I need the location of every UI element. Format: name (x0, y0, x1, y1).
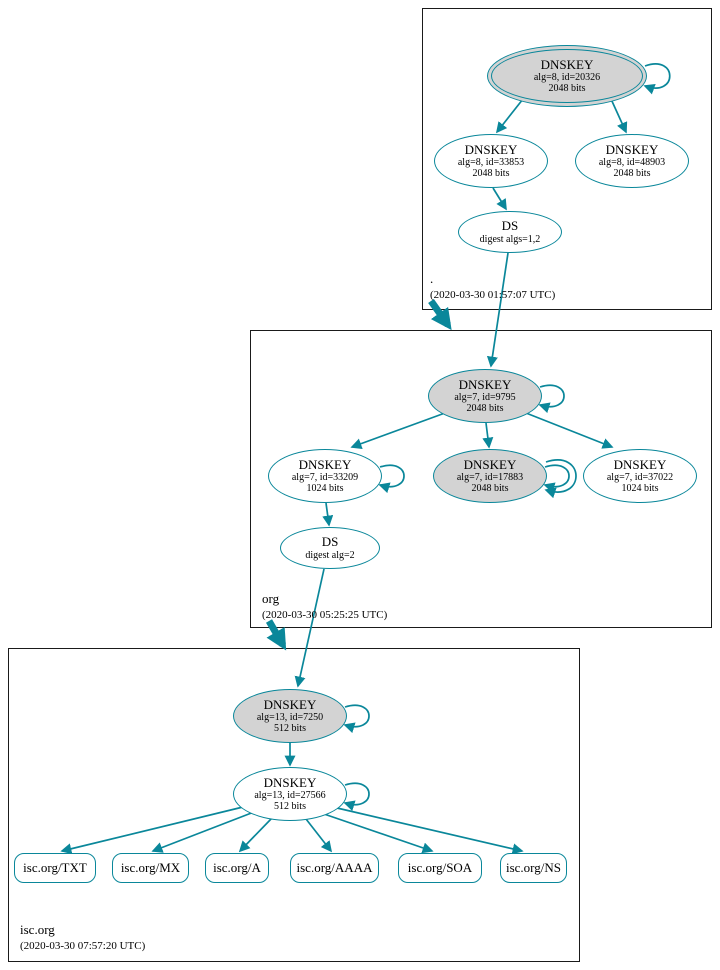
zone-box-root (422, 8, 712, 310)
node-bits: 1024 bits (621, 483, 659, 495)
ds-node-root: DS digest algs=1,2 (458, 211, 562, 253)
rrset-isc-org-aaaa: isc.org/AAAA (290, 853, 379, 883)
zone-timestamp-org: (2020-03-30 05:25:25 UTC) (262, 609, 388, 621)
dnskey-node-root-ksk-20326: DNSKEY alg=8, id=20326 2048 bits (487, 45, 647, 107)
node-detail: digest alg=2 (305, 549, 355, 561)
edge-org-ksk-to-zsk1 (350, 412, 446, 449)
edge-zonecut-org-to-isc (265, 619, 287, 651)
edge-org-zsk1-selfloop (378, 464, 405, 494)
rrset-isc-org-soa: isc.org/SOA (398, 853, 482, 883)
dnskey-node-isc-ksk-7250: DNSKEY alg=13, id=7250 512 bits (233, 689, 347, 743)
edge-root-ds-to-org-ksk (486, 252, 509, 368)
rrset-isc-org-ns: isc.org/NS (500, 853, 567, 883)
node-detail: alg=13, id=27566 (254, 790, 326, 802)
edge-org-ksk2-selfloop-2 (544, 459, 577, 499)
dnskey-node-root-zsk-33853: DNSKEY alg=8, id=33853 2048 bits (434, 134, 548, 188)
node-title: DNSKEY (463, 456, 517, 472)
node-detail: alg=7, id=33209 (291, 472, 359, 484)
edge-root-zsk1-to-ds (492, 187, 507, 211)
node-bits: 512 bits (274, 723, 306, 735)
node-detail: alg=7, id=9795 (454, 392, 516, 404)
node-bits: 2048 bits (472, 168, 510, 180)
node-detail: alg=8, id=20326 (533, 72, 601, 84)
zone-box-org (250, 330, 712, 628)
edge-org-ksk-to-zsk2 (525, 412, 614, 449)
zone-label-isc-org: isc.org (20, 922, 55, 937)
edge-isc-zsk-to-mx (151, 811, 255, 853)
dnskey-node-org-zsk-37022: DNSKEY alg=7, id=37022 1024 bits (583, 449, 697, 503)
edge-org-zsk1-to-ds (322, 502, 334, 527)
node-detail: alg=7, id=37022 (606, 472, 674, 484)
node-title: DNSKEY (298, 456, 352, 472)
edge-org-ksk-to-ksk2 (482, 422, 494, 449)
dnskey-node-root-zsk-48903: DNSKEY alg=8, id=48903 2048 bits (575, 134, 689, 188)
node-bits: 2048 bits (466, 403, 504, 415)
edge-isc-zsk-to-soa (323, 813, 434, 854)
ds-node-org: DS digest alg=2 (280, 527, 380, 569)
node-detail: alg=8, id=48903 (598, 157, 666, 169)
node-title: DS (501, 218, 519, 234)
node-title: DNSKEY (263, 696, 317, 712)
node-detail: digest algs=1,2 (479, 233, 541, 245)
edge-isc-ksk-selfloop (343, 704, 370, 734)
zone-timestamp-isc-org: (2020-03-30 07:57:20 UTC) (20, 940, 146, 952)
trust-anchor-inner-ring: DNSKEY alg=8, id=20326 2048 bits (491, 49, 643, 103)
dnskey-node-org-zsk-33209: DNSKEY alg=7, id=33209 1024 bits (268, 449, 382, 503)
edge-root-ksk-selfloop (643, 63, 671, 95)
edge-root-ksk-to-zsk2 (610, 98, 628, 134)
node-title: DNSKEY (540, 56, 594, 72)
node-bits: 512 bits (274, 801, 306, 813)
rrset-isc-org-txt: isc.org/TXT (14, 853, 96, 883)
zone-label-root: . (430, 271, 434, 286)
node-title: DNSKEY (464, 141, 518, 157)
node-title: DS (321, 534, 339, 550)
edge-isc-zsk-selfloop (343, 782, 370, 812)
edge-isc-zsk-to-a (238, 817, 273, 853)
node-detail: alg=8, id=33853 (457, 157, 525, 169)
zone-timestamp-root: (2020-03-30 01:57:07 UTC) (430, 289, 556, 301)
node-title: DNSKEY (263, 774, 317, 790)
rrset-isc-org-mx: isc.org/MX (112, 853, 189, 883)
dnskey-node-org-ksk-17883: DNSKEY alg=7, id=17883 2048 bits (433, 449, 547, 503)
zone-label-org: org (262, 591, 280, 606)
node-bits: 2048 bits (548, 83, 586, 95)
node-bits: 2048 bits (613, 168, 651, 180)
edge-isc-zsk-to-txt (60, 806, 244, 855)
node-title: DNSKEY (613, 456, 667, 472)
node-title: DNSKEY (458, 376, 512, 392)
edge-isc-zsk-to-aaaa (305, 818, 333, 853)
edge-org-ksk2-selfloop-1 (543, 464, 570, 494)
node-title: DNSKEY (605, 141, 659, 157)
edge-org-ds-to-isc-ksk (294, 568, 325, 688)
edge-zonecut-root-to-org (428, 298, 452, 331)
rrset-isc-org-a: isc.org/A (205, 853, 269, 883)
node-bits: 2048 bits (471, 483, 509, 495)
edge-isc-zsk-to-ns (336, 807, 524, 855)
node-detail: alg=7, id=17883 (456, 472, 524, 484)
dnskey-node-org-ksk-9795: DNSKEY alg=7, id=9795 2048 bits (428, 369, 542, 423)
zone-box-isc-org (8, 648, 580, 962)
node-detail: alg=13, id=7250 (256, 712, 324, 724)
dnskey-node-isc-zsk-27566: DNSKEY alg=13, id=27566 512 bits (233, 767, 347, 821)
edge-root-ksk-to-zsk1 (495, 98, 524, 134)
edge-org-ksk-selfloop (538, 384, 565, 414)
node-bits: 1024 bits (306, 483, 344, 495)
